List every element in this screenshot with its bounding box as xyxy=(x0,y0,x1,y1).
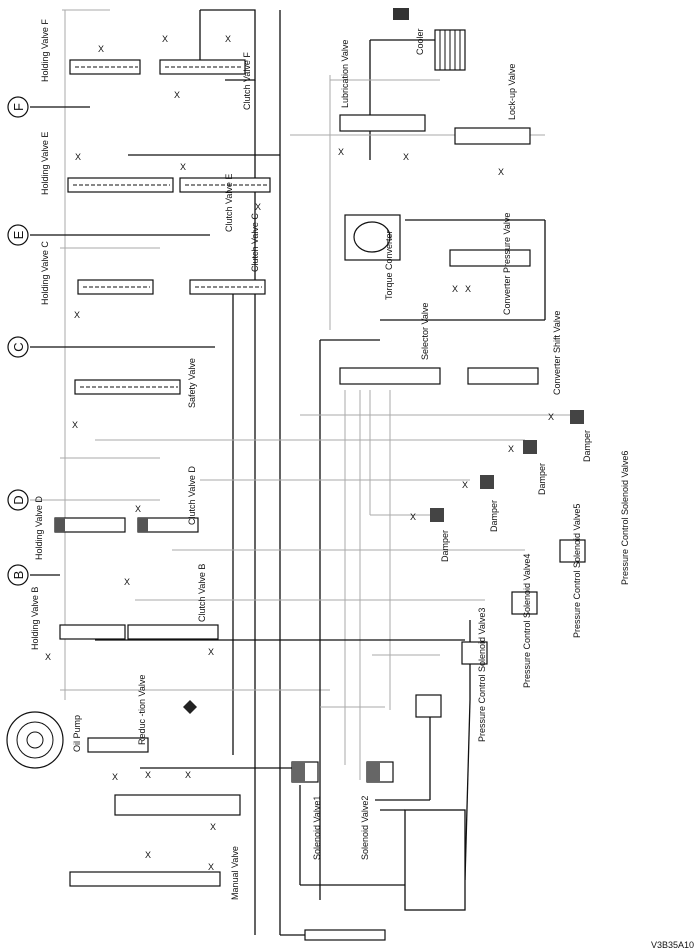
label-clutch-valve-f: Clutch Valve F xyxy=(242,52,252,110)
label-selector-valve: Selector Valve xyxy=(420,303,430,360)
label-lubrication-valve: Lubrication Valve xyxy=(340,40,350,108)
label-damper: Damper xyxy=(582,430,592,462)
circuit-d-marker xyxy=(7,489,29,511)
circuit-b-label: B xyxy=(11,571,26,580)
x-marker: X xyxy=(208,862,214,872)
main-lines xyxy=(60,9,575,936)
label-holding-valve-f: Holding Valve F xyxy=(40,19,50,82)
x-marker: X xyxy=(75,152,81,162)
label-holding-valve-b: Holding Valve B xyxy=(30,587,40,650)
diagram-code: V3B35A10 xyxy=(650,940,694,950)
x-marker: X xyxy=(145,770,151,780)
label-oil-pump: Oil Pump xyxy=(72,715,82,752)
label-torque-converter: Torque Converter xyxy=(384,230,394,300)
x-marker: X xyxy=(98,44,104,54)
circuit-e-label: E xyxy=(11,230,26,239)
label-damper: Damper xyxy=(489,500,499,532)
x-marker: X xyxy=(338,147,344,157)
x-marker: X xyxy=(498,167,504,177)
circuit-f-marker xyxy=(7,96,29,118)
label-converter-pressure-valve: Converter Pressure Valve xyxy=(502,213,512,315)
x-marker: X xyxy=(410,512,416,522)
x-marker: X xyxy=(45,652,51,662)
x-marker: X xyxy=(403,152,409,162)
x-marker: X xyxy=(225,34,231,44)
x-marker: X xyxy=(255,202,261,212)
label-solenoid-valve1: Solenoid Valve1 xyxy=(312,796,322,860)
x-marker: X xyxy=(72,420,78,430)
label-holding-valve-d: Holding Valve D xyxy=(34,496,44,560)
component-labels: Holding Valve F Clutch Valve F Holding V… xyxy=(30,19,630,900)
x-marker: X xyxy=(210,822,216,832)
label-clutch-valve-b: Clutch Valve B xyxy=(197,564,207,622)
x-marker: X xyxy=(508,444,514,454)
valve-shapes xyxy=(6,8,586,941)
label-manual-valve: Manual Valve xyxy=(230,846,240,900)
x-marker: X xyxy=(174,90,180,100)
label-holding-valve-c: Holding Valve C xyxy=(40,241,50,305)
x-marker: X xyxy=(162,34,168,44)
x-marker: X xyxy=(74,310,80,320)
circuit-d-label: D xyxy=(11,495,26,504)
label-pcsv5: Pressure Control Solenoid Valve5 xyxy=(572,504,582,638)
label-clutch-valve-e: Clutch Valve E xyxy=(224,174,234,232)
x-marker: X xyxy=(465,284,471,294)
label-holding-valve-e: Holding Valve E xyxy=(40,132,50,195)
circuit-c-marker xyxy=(7,336,29,358)
label-damper: Damper xyxy=(440,530,450,562)
x-markers: X X X X X X X X X X X X X X X X X X X X … xyxy=(45,34,554,872)
label-reduction-valve: Reduc -tion Valve xyxy=(137,675,147,745)
x-marker: X xyxy=(462,480,468,490)
circuit-e-marker xyxy=(7,224,29,246)
label-safety-valve: Safety Valve xyxy=(187,358,197,408)
label-damper: Damper xyxy=(537,463,547,495)
label-clutch-valve-c: Clutch Valve C xyxy=(250,213,260,272)
circuit-c-label: C xyxy=(11,342,26,351)
label-pcsv3: Pressure Control Solenoid Valve3 xyxy=(477,608,487,742)
label-pcsv4: Pressure Control Solenoid Valve4 xyxy=(522,554,532,688)
label-clutch-valve-d: Clutch Valve D xyxy=(187,466,197,525)
label-lockup-valve: Lock-up Valve xyxy=(507,64,517,120)
label-solenoid-valve2: Solenoid Valve2 xyxy=(360,796,370,860)
circuit-markers: F E C D B xyxy=(7,96,215,586)
circuit-f-label: F xyxy=(11,103,26,111)
label-cooler: Cooler xyxy=(415,28,425,55)
x-marker: X xyxy=(145,850,151,860)
x-marker: X xyxy=(208,647,214,657)
label-pcsv6: Pressure Control Solenoid Valve6 xyxy=(620,451,630,585)
x-marker: X xyxy=(452,284,458,294)
circuit-b-marker xyxy=(7,564,29,586)
x-marker: X xyxy=(180,162,186,172)
x-marker: X xyxy=(124,577,130,587)
label-converter-shift-valve: Converter Shift Valve xyxy=(552,311,562,395)
x-marker: X xyxy=(548,412,554,422)
x-marker: X xyxy=(135,504,141,514)
x-marker: X xyxy=(112,772,118,782)
x-marker: X xyxy=(185,770,191,780)
